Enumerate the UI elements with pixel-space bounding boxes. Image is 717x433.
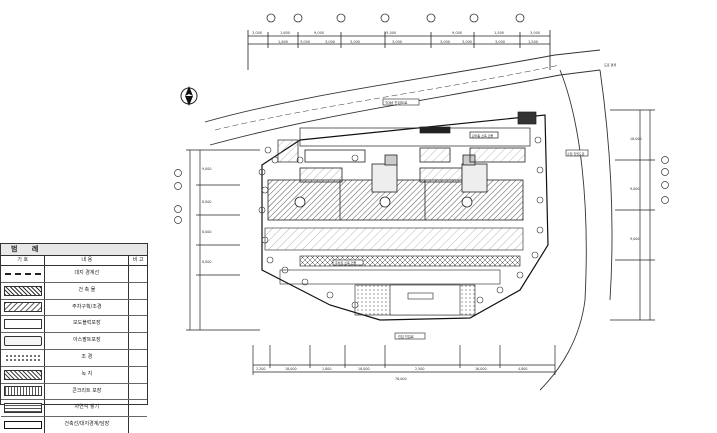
right-dim-texts: 18,000 9,000 9,000 bbox=[630, 137, 642, 241]
north-road-label-box bbox=[382, 98, 420, 106]
legend-header: 기 호 내 용 비 고 bbox=[1, 256, 147, 266]
legend-symbol bbox=[1, 282, 46, 299]
legend-symbol bbox=[1, 349, 46, 366]
legend-header-note: 비 고 bbox=[132, 257, 144, 263]
top-dim: 9,000 bbox=[452, 31, 462, 35]
legend-header-symbol: 기 호 bbox=[1, 256, 46, 265]
bottom-dim: 2,500 bbox=[415, 367, 424, 371]
right-dim: 9,000 bbox=[630, 187, 639, 191]
top-dim: 3,000 bbox=[530, 31, 540, 35]
top-dim2: 1,600 bbox=[278, 40, 288, 44]
legend-symbol bbox=[1, 400, 46, 417]
legend-desc: 아스팔트포장 bbox=[45, 333, 130, 349]
top-dim2: 1,500 bbox=[528, 40, 538, 44]
legend-symbol bbox=[1, 299, 46, 316]
legend-row: 조 경 bbox=[1, 349, 147, 367]
left-grid-markers bbox=[174, 169, 182, 224]
main-building bbox=[267, 147, 526, 221]
top-building-strip: 관리동 신축 건물 bbox=[277, 111, 537, 163]
legend-title: 범 례 bbox=[1, 244, 147, 256]
north-road-label: TOM 진입도로 bbox=[384, 100, 408, 105]
legend-desc: 건축선/대지경계/담장 bbox=[45, 417, 130, 433]
legend-symbol bbox=[1, 333, 46, 349]
legend-table: 범 례 기 호 내 용 비 고 대지 경계선 건 축 물 주차구획/조경 보도블… bbox=[0, 243, 148, 433]
top-dim2: 3,000 bbox=[392, 40, 402, 44]
legend-row: 녹 지 bbox=[1, 366, 147, 384]
bottom-dim: 18,000 bbox=[285, 367, 297, 371]
legend-desc: 주차구획/조경 bbox=[45, 299, 130, 316]
bottom-dim: 16,000 bbox=[475, 367, 487, 371]
top-dim: 3,000 bbox=[252, 31, 262, 35]
site-plan-drawing: 3,000 1,600 9,000 25,000 9,000 1,500 3,0… bbox=[174, 13, 669, 391]
legend-symbol bbox=[1, 366, 46, 383]
grid-markers-top bbox=[266, 13, 525, 23]
north-arrow-icon bbox=[180, 86, 198, 106]
legend-row: 콘크리트 포장 bbox=[1, 383, 147, 401]
legend-desc: 녹 지 bbox=[45, 366, 130, 383]
left-dim-texts: 9,000 8,000 8,000 8,000 bbox=[202, 167, 211, 264]
legend-desc: 보도블럭포장 bbox=[45, 316, 130, 333]
top-dim2: 3,000 bbox=[440, 40, 450, 44]
legend-desc: 자연석 쌓기 bbox=[45, 400, 130, 417]
top-dim: 1,600 bbox=[280, 31, 290, 35]
top-dim-texts: 3,000 1,600 9,000 25,000 9,000 1,500 3,0… bbox=[252, 31, 540, 44]
bottom-label-box bbox=[394, 332, 426, 340]
right-dim: 18,000 bbox=[630, 137, 642, 141]
road-right-label: 도로 경계 bbox=[604, 62, 616, 67]
legend-header-desc: 내 용 bbox=[45, 256, 130, 265]
left-dim: 9,000 bbox=[202, 167, 211, 171]
bottom-dim-texts: 2,200 18,000 1,800 18,000 2,500 16,000 4… bbox=[256, 367, 527, 381]
right-dimension-lines bbox=[610, 109, 655, 321]
left-dim: 8,000 bbox=[202, 230, 211, 234]
legend-row: 주차구획/조경 bbox=[1, 299, 147, 317]
legend-row: 건축선/대지경계/담장 bbox=[1, 417, 147, 433]
top-building-label: 관리동 신축 건물 bbox=[472, 133, 493, 138]
legend-symbol bbox=[1, 316, 46, 333]
top-dim: 1,500 bbox=[494, 31, 504, 35]
bottom-dimension-lines bbox=[252, 345, 556, 375]
bottom-total-dim: 76,000 bbox=[395, 377, 407, 381]
bottom-label: 진입 진입로 bbox=[398, 334, 414, 339]
parking-rows: 주차장 신축 건물 bbox=[264, 227, 524, 316]
top-dim2: 3,000 bbox=[350, 40, 360, 44]
legend-symbol bbox=[1, 266, 46, 282]
legend-row: 자연석 쌓기 bbox=[1, 400, 147, 418]
legend-symbol bbox=[1, 383, 46, 400]
legend-desc: 조 경 bbox=[45, 349, 130, 366]
bottom-dim: 4,800 bbox=[518, 367, 527, 371]
legend-row: 건 축 물 bbox=[1, 282, 147, 300]
bottom-dim: 2,200 bbox=[256, 367, 265, 371]
top-dim2: 3,000 bbox=[300, 40, 310, 44]
legend-desc: 콘크리트 포장 bbox=[45, 383, 130, 400]
top-dim2: 3,000 bbox=[325, 40, 335, 44]
legend-desc: 건 축 물 bbox=[45, 282, 130, 299]
legend-desc: 대지 경계선 bbox=[45, 266, 130, 282]
legend-row: 대지 경계선 bbox=[1, 266, 147, 283]
right-grid-markers bbox=[661, 156, 669, 204]
legend-row: 아스팔트포장 bbox=[1, 333, 147, 350]
right-label: 출입 진입도로 bbox=[567, 151, 585, 156]
parking-label: 주차장 신축 건물 bbox=[335, 260, 356, 265]
left-dim: 8,000 bbox=[202, 200, 211, 204]
left-dim: 8,000 bbox=[202, 260, 211, 264]
left-dimension-lines bbox=[186, 149, 260, 331]
access-road bbox=[204, 49, 613, 391]
top-dim: 9,000 bbox=[314, 31, 324, 35]
trees bbox=[258, 136, 544, 309]
top-dim2: 3,000 bbox=[495, 40, 505, 44]
right-dim: 9,000 bbox=[630, 237, 639, 241]
top-dim: 25,000 bbox=[384, 31, 396, 35]
bottom-dim: 18,000 bbox=[358, 367, 370, 371]
legend-symbol bbox=[1, 417, 46, 433]
top-dimension-lines bbox=[247, 30, 551, 70]
right-label-box bbox=[565, 149, 589, 157]
top-dim2: 3,000 bbox=[462, 40, 472, 44]
bottom-dim: 1,800 bbox=[322, 367, 331, 371]
legend-row: 보도블럭포장 bbox=[1, 316, 147, 334]
